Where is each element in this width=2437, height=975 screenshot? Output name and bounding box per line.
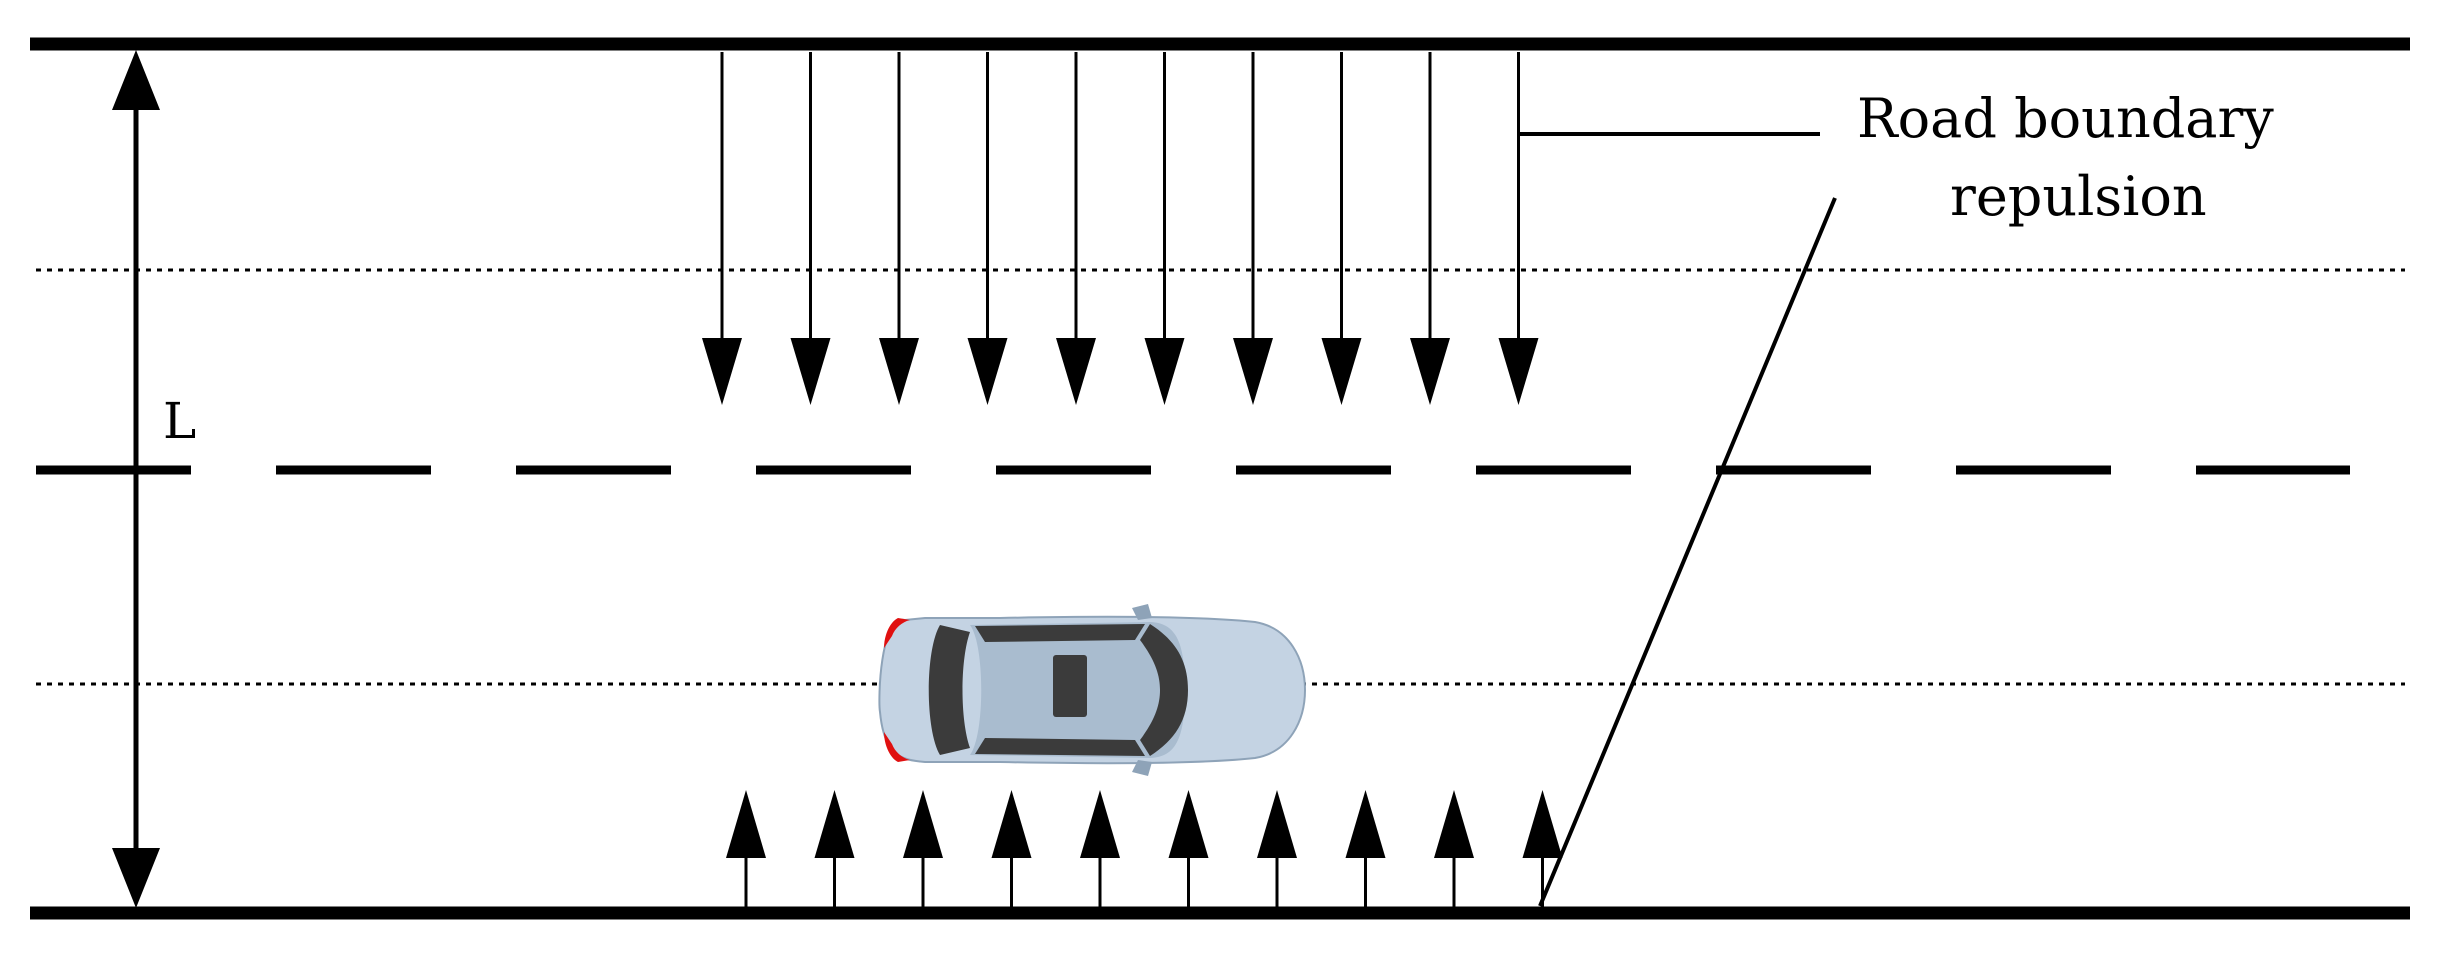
bottom-repulsion-arrow bbox=[1257, 790, 1297, 907]
top-repulsion-arrow bbox=[1410, 52, 1450, 405]
top-repulsion-arrow bbox=[1233, 52, 1273, 405]
bottom-repulsion-arrow bbox=[991, 790, 1032, 907]
width-label-bg bbox=[160, 390, 220, 450]
top-repulsion-arrow bbox=[702, 52, 742, 405]
width-label: L bbox=[163, 392, 196, 450]
bottom-repulsion-arrow bbox=[1434, 790, 1474, 907]
top-repulsion-arrow bbox=[1056, 52, 1096, 405]
annotation-line-2: repulsion bbox=[1950, 165, 2207, 228]
top-repulsion-arrow bbox=[790, 52, 831, 405]
bottom-repulsion-arrows bbox=[726, 790, 1563, 907]
annotation-line-1: Road boundary bbox=[1857, 87, 2274, 150]
top-repulsion-arrow bbox=[967, 52, 1008, 405]
top-repulsion-arrow bbox=[1498, 52, 1539, 405]
top-repulsion-arrow bbox=[1321, 52, 1362, 405]
bottom-repulsion-arrow bbox=[1168, 790, 1209, 907]
bottom-repulsion-arrow bbox=[1080, 790, 1120, 907]
top-repulsion-arrow bbox=[879, 52, 919, 405]
car-icon bbox=[878, 604, 1307, 776]
road-width-dimension bbox=[112, 50, 160, 908]
bottom-repulsion-arrow bbox=[814, 790, 855, 907]
annotation-leader-bottom bbox=[1538, 197, 1837, 907]
bottom-repulsion-arrow bbox=[726, 790, 766, 907]
top-repulsion-arrow bbox=[1144, 52, 1185, 405]
bottom-repulsion-arrow bbox=[1345, 790, 1386, 907]
bottom-repulsion-arrow bbox=[1522, 790, 1563, 907]
bottom-repulsion-arrow bbox=[903, 790, 943, 907]
top-repulsion-arrows bbox=[702, 52, 1539, 405]
